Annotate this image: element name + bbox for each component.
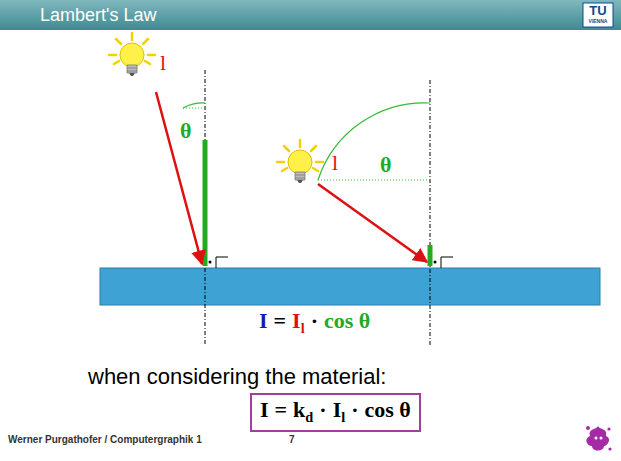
formula-part: = (275, 397, 288, 423)
logo-text: VIENNA (584, 18, 612, 24)
formula-part: cos θ (365, 397, 411, 423)
formula-part: cos θ (324, 308, 370, 334)
formula: I=Il ·cos θ (259, 308, 370, 337)
formula-part: · (319, 397, 326, 423)
body-text: when considering the material: (88, 364, 386, 390)
formula-part: d (305, 409, 313, 426)
footer-text: Werner Purgathofer / Computergraphik 1 (8, 434, 202, 445)
formula-part: k (293, 397, 305, 423)
angle-label: θ (180, 118, 191, 144)
logo-text: TU (587, 3, 609, 18)
formula-part: l (341, 409, 345, 426)
formula-part: I (333, 397, 342, 423)
angle-label: θ (380, 152, 391, 178)
formula-part: I (260, 397, 269, 423)
formula-part: = (274, 308, 287, 334)
slide-title: Lambert's Law (40, 5, 157, 26)
formula-part: I (292, 308, 301, 334)
light-label: l (332, 150, 338, 176)
formula-part: · (311, 308, 318, 334)
formula-part: · (351, 397, 358, 423)
light-label: l (160, 50, 166, 76)
formula-box: I=kd·Il·cos θ (250, 393, 421, 432)
formula-part: I (259, 308, 268, 334)
formula-part: l (301, 320, 305, 337)
page-number: 7 (289, 434, 295, 445)
